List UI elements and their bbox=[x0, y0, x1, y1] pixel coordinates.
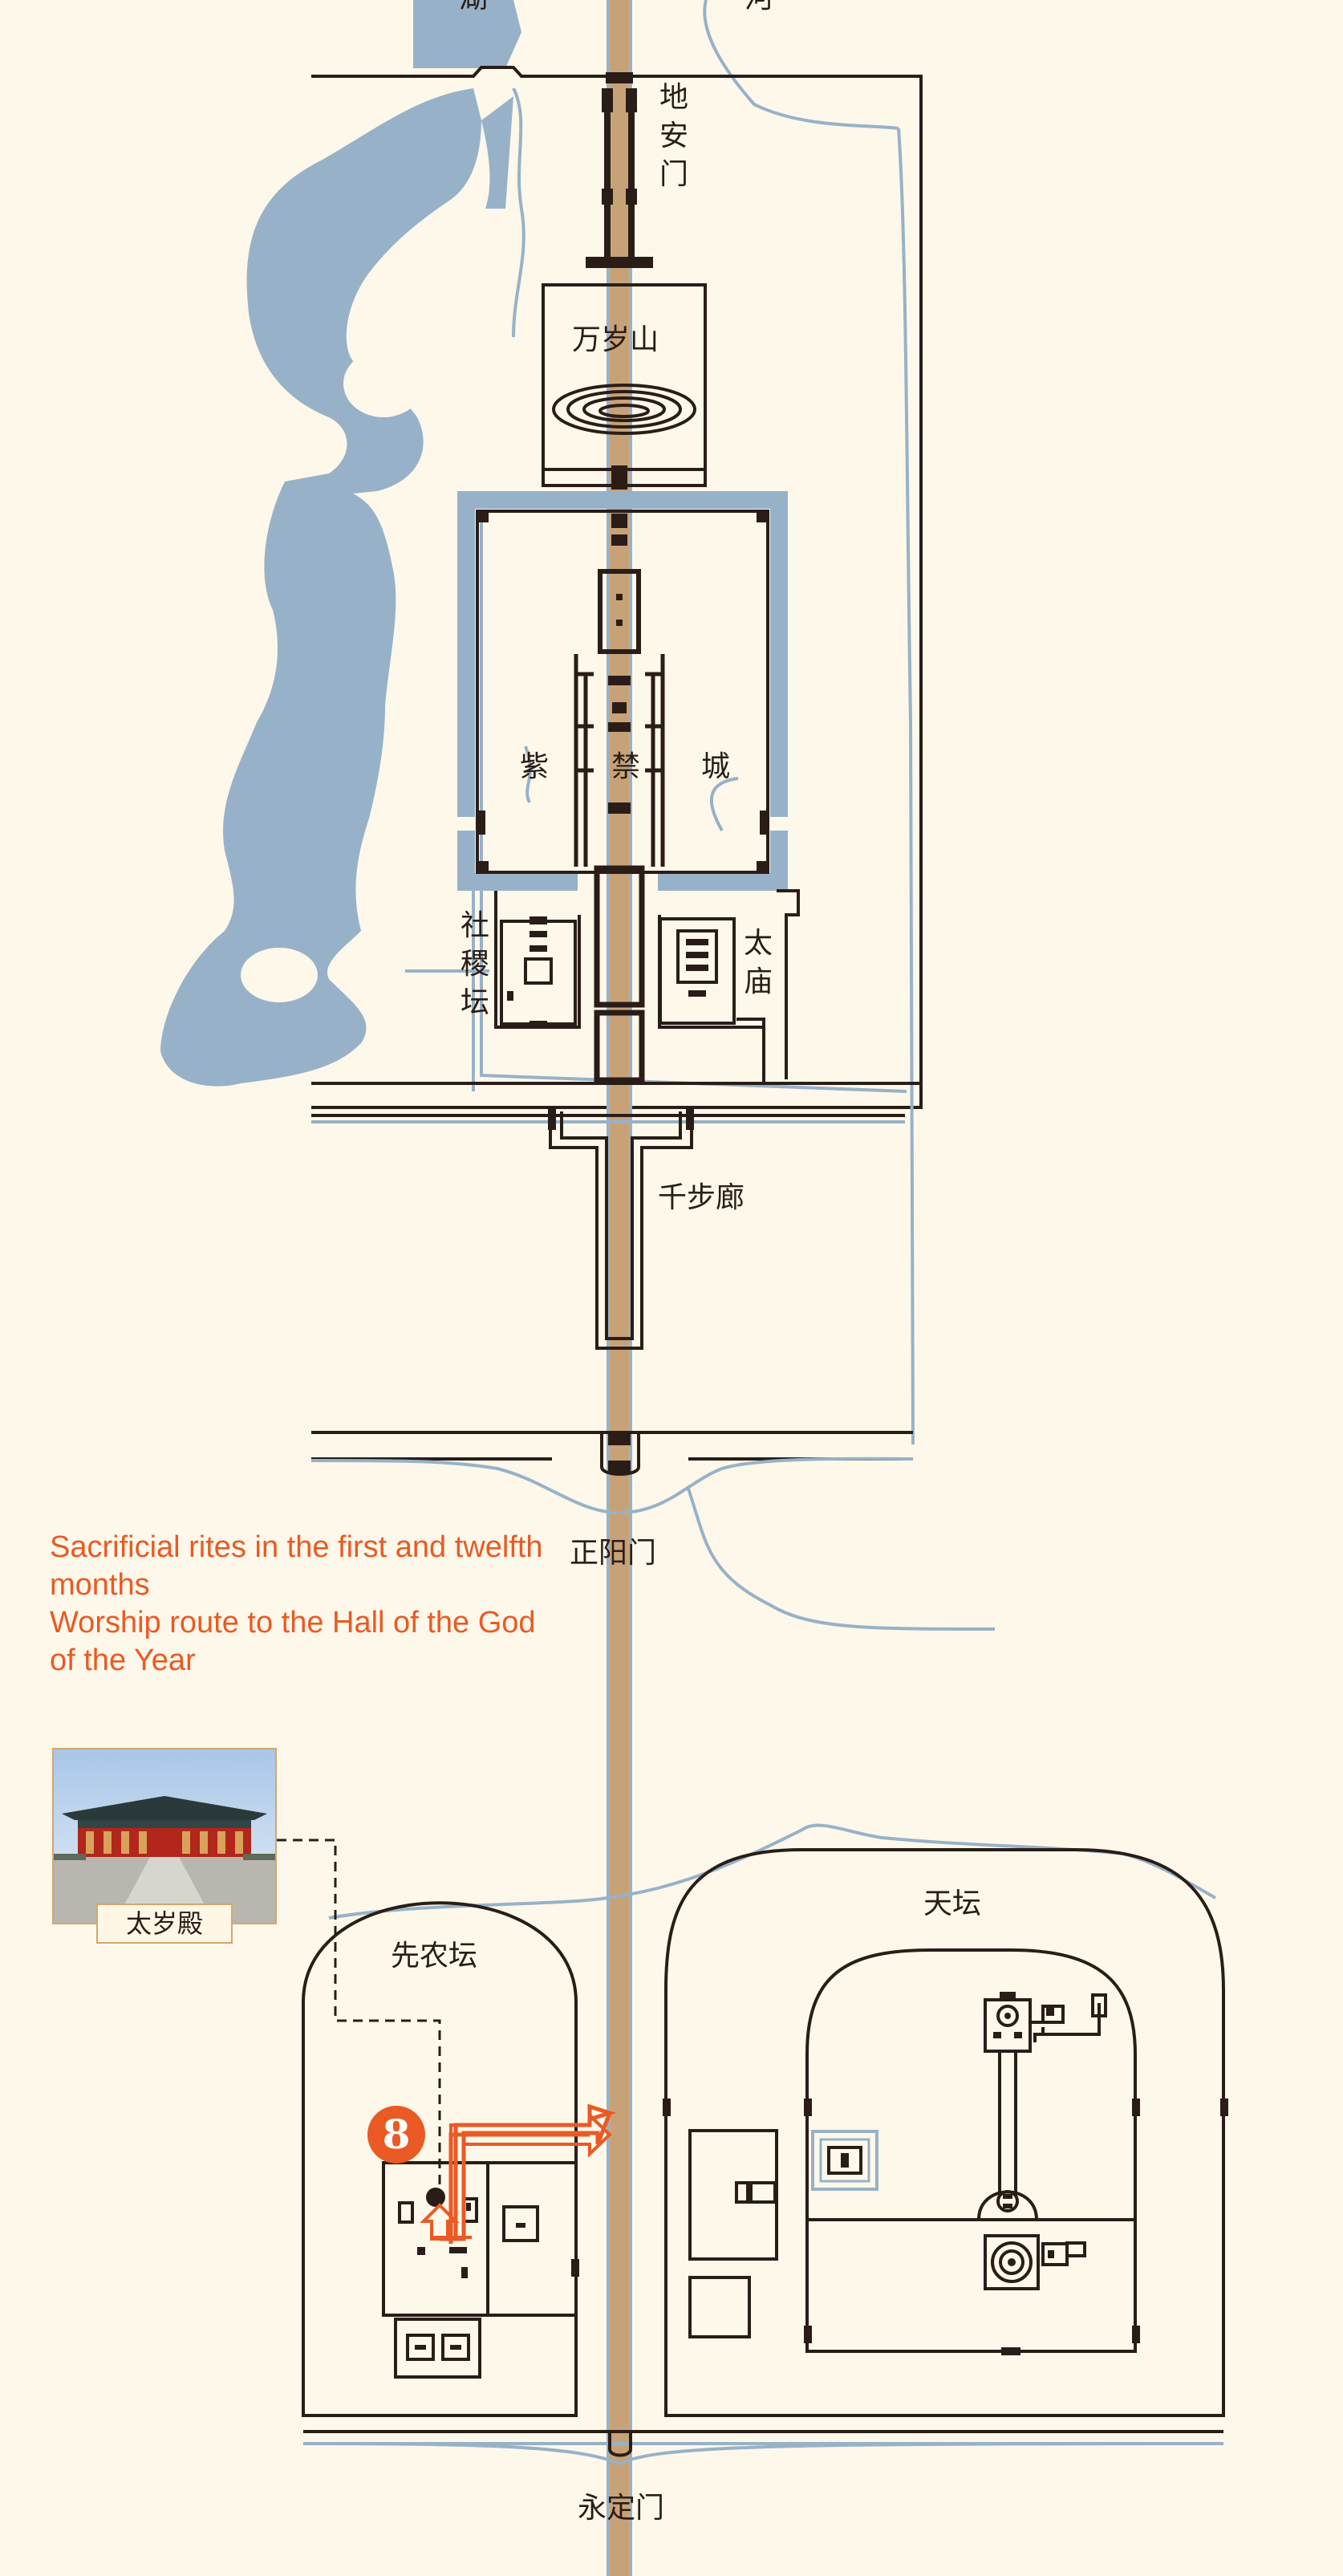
route-line-1: Sacrificial rites in the first and twelf… bbox=[50, 1530, 543, 1602]
lake-west-strip bbox=[481, 96, 513, 209]
route-description: Sacrificial rites in the first and twelf… bbox=[50, 1529, 563, 1680]
forbidden-city-wall bbox=[476, 510, 769, 874]
label-shejitan: 社稷坛 bbox=[460, 909, 489, 1019]
forbidden-city-stream bbox=[524, 746, 739, 831]
label-cheng: 城 bbox=[701, 750, 731, 783]
stop-number-badge: 8 bbox=[367, 2106, 425, 2164]
label-dianmen: 地安门 bbox=[659, 81, 688, 191]
label-tiantan: 天坛 bbox=[923, 1887, 982, 1920]
qianbulang-corridor bbox=[549, 1111, 693, 1350]
xiannongtan-wall bbox=[302, 1901, 578, 2417]
hall-photo bbox=[52, 1748, 277, 1924]
label-zhengyangmen: 正阳门 bbox=[570, 1537, 657, 1570]
lake-island bbox=[343, 350, 424, 417]
label-wansuishan: 万岁山 bbox=[572, 323, 659, 356]
top-river bbox=[703, 0, 899, 130]
route-line-2: Worship route to the Hall of the God of … bbox=[50, 1606, 536, 1677]
label-qianbulang: 千步廊 bbox=[658, 1181, 745, 1214]
label-zi: 紫 bbox=[520, 750, 550, 783]
label-top-right-partial: 河 bbox=[745, 0, 773, 13]
label-xiannongtan: 先农坛 bbox=[391, 1940, 478, 1973]
label-jin: 禁 bbox=[611, 750, 641, 783]
moat-zhengyang bbox=[310, 1457, 914, 1515]
label-top-left-partial: 湖 bbox=[459, 0, 488, 13]
east-river bbox=[897, 128, 915, 1445]
label-yongdingmen: 永定门 bbox=[578, 2492, 665, 2525]
tiantan-outer-wall bbox=[664, 1848, 1225, 2417]
inner-river bbox=[480, 87, 907, 1093]
photo-connector bbox=[277, 1839, 441, 2187]
top-lake bbox=[413, 0, 521, 68]
west-lake bbox=[160, 88, 481, 1087]
label-taimiao: 太庙 bbox=[743, 927, 773, 998]
central-axis bbox=[608, 0, 631, 2576]
imperial-city-wall bbox=[311, 66, 923, 1109]
hall-photo-image bbox=[54, 1749, 275, 1923]
lake-island-south bbox=[241, 948, 318, 1002]
tiantan-inner-wall bbox=[805, 1948, 1137, 2353]
photo-caption: 太岁殿 bbox=[96, 1904, 233, 1944]
